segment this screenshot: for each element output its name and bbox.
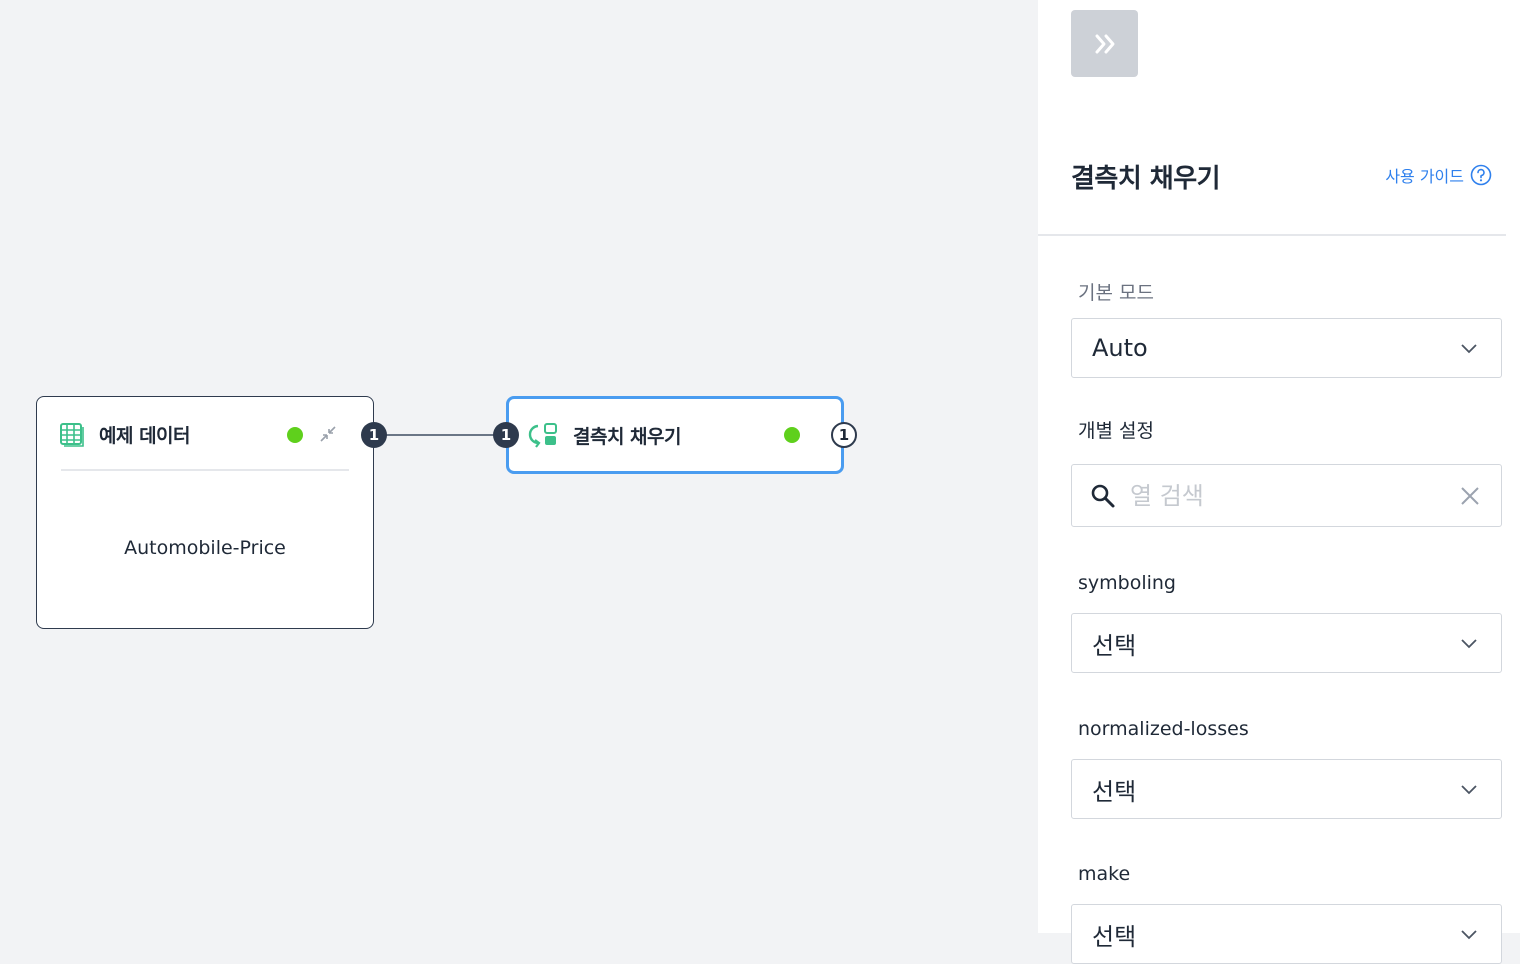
node-header: 예제 데이터 [59,421,191,448]
dataset-name: Automobile-Price [124,537,286,559]
status-ok-indicator [287,427,303,443]
example-data-node[interactable]: 예제 데이터 Automobile-Price [36,396,374,629]
individual-settings-label: 개별 설정 [1078,420,1154,442]
node-title: 결측치 채우기 [573,425,682,448]
fill-node-output-port[interactable]: 1 [831,422,857,448]
chevron-down-icon [1461,639,1477,649]
column-search-input[interactable] [1128,480,1459,511]
column-select-symboling[interactable]: 선택 [1071,613,1502,673]
panel-title: 결측치 채우기 [1071,164,1221,194]
collapse-icon[interactable] [317,423,339,445]
node-header: 결측치 채우기 [527,421,682,449]
close-icon[interactable] [1459,485,1481,507]
expand-panel-button[interactable] [1071,10,1138,77]
pipeline-canvas[interactable]: 예제 데이터 Automobile-Price 1 결측치 채우기 1 1 [0,0,1038,933]
node-title: 예제 데이터 [99,425,191,447]
help-icon [1470,164,1492,186]
fill-missing-node[interactable]: 결측치 채우기 [506,396,844,474]
column-label-make: make [1078,863,1131,885]
select-value: Auto [1092,334,1148,362]
chevron-down-icon [1461,785,1477,795]
search-icon [1091,484,1115,507]
status-ok-indicator [784,427,800,443]
fill-node-input-port[interactable]: 1 [493,422,519,448]
select-value: 선택 [1092,777,1137,806]
chevron-down-icon [1461,930,1477,940]
table-icon [60,422,84,447]
fill-missing-icon [528,423,557,448]
column-select-make[interactable]: 선택 [1071,904,1502,964]
data-node-output-port[interactable]: 1 [361,422,387,448]
usage-guide-link[interactable]: 사용 가이드 [1385,163,1492,187]
panel-divider [1038,234,1506,236]
double-chevron-right-icon [1095,34,1114,53]
properties-panel: 결측치 채우기 사용 가이드 기본 모드 Auto 개별 설정 symbolin… [1038,0,1520,964]
chevron-down-icon [1461,344,1477,354]
guide-link-label: 사용 가이드 [1385,167,1464,186]
select-value: 선택 [1092,631,1137,660]
column-search-box[interactable] [1071,464,1502,527]
basic-mode-label: 기본 모드 [1078,282,1154,304]
column-select-normalized-losses[interactable]: 선택 [1071,759,1502,819]
column-label-normalized-losses: normalized-losses [1078,718,1249,740]
column-label-symboling: symboling [1078,572,1176,594]
select-value: 선택 [1092,922,1137,951]
node-divider [61,469,349,471]
basic-mode-select[interactable]: Auto [1071,318,1502,378]
node-connector [374,434,506,436]
